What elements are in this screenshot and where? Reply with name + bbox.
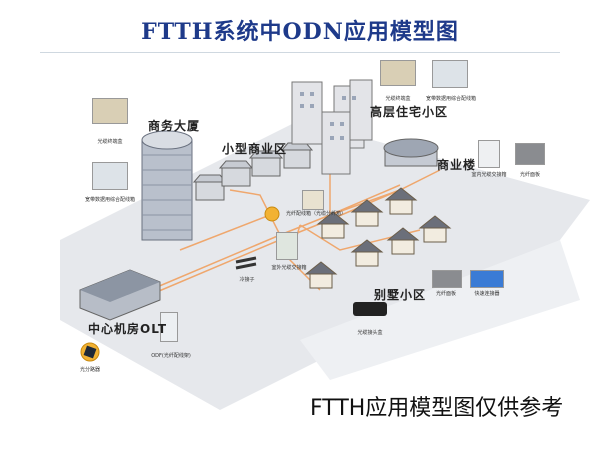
highrise-terminal-box-label: 光缆终端盒 xyxy=(385,96,411,102)
odf-image xyxy=(160,312,178,342)
highrise-dist-box-image xyxy=(432,60,468,88)
business-tower-building xyxy=(141,130,193,241)
zone-commercial: 商业楼 xyxy=(437,158,477,172)
diagram-title: FTTH系统中ODN应用模型图 xyxy=(141,19,459,45)
splice-closure-label: 光缆接头盒 xyxy=(357,330,383,336)
highrise-dist-box-label: 宽带数据用综合配线箱 xyxy=(426,96,477,102)
fiber-dist-box-label: 光纤配线箱（光缆分纤箱） xyxy=(286,211,347,217)
outdoor-cross-box-label: 室外光缆交接箱 xyxy=(271,265,307,271)
zone-villa: 别墅小区 xyxy=(374,288,427,302)
highrise-terminal-box-image xyxy=(380,60,416,86)
commercial-building xyxy=(383,138,439,167)
indoor-cross-box-label: 室内光缆交接箱 xyxy=(471,172,507,178)
tower-terminal-box-label: 光缆终端盒 xyxy=(97,139,123,145)
footer-note: FTTH应用模型图仅供参考 xyxy=(310,396,564,421)
tower-terminal-box-image xyxy=(92,98,128,124)
fast-connector-image xyxy=(470,270,504,288)
zone-business-tower: 商务大厦 xyxy=(148,119,201,133)
central-office-building xyxy=(79,269,161,321)
indoor-cross-box-image xyxy=(478,140,500,168)
villa-panel-image xyxy=(432,270,462,288)
fiber-dist-box-image xyxy=(302,190,324,210)
fiber-panel-image xyxy=(515,143,545,165)
zone-small-business: 小型商业区 xyxy=(222,142,288,156)
fiber-panel-label: 光纤面板 xyxy=(519,172,540,178)
fast-connector-label: 快速连接器 xyxy=(474,291,500,297)
tower-dist-box-image xyxy=(92,162,128,190)
title-divider xyxy=(40,52,560,53)
zone-central-office: 中心机房OLT xyxy=(88,322,168,336)
zone-highrise: 高层住宅小区 xyxy=(370,105,449,119)
cold-splice-label: 冷接子 xyxy=(239,277,255,283)
odf-label: ODF(光纤配线架) xyxy=(151,353,191,359)
villa-panel-label: 光纤面板 xyxy=(435,291,456,297)
splitter-label: 光分路器 xyxy=(79,367,100,373)
tower-dist-box-label: 宽带数据用综合配线箱 xyxy=(84,197,135,203)
outdoor-cross-box-image xyxy=(276,232,298,260)
